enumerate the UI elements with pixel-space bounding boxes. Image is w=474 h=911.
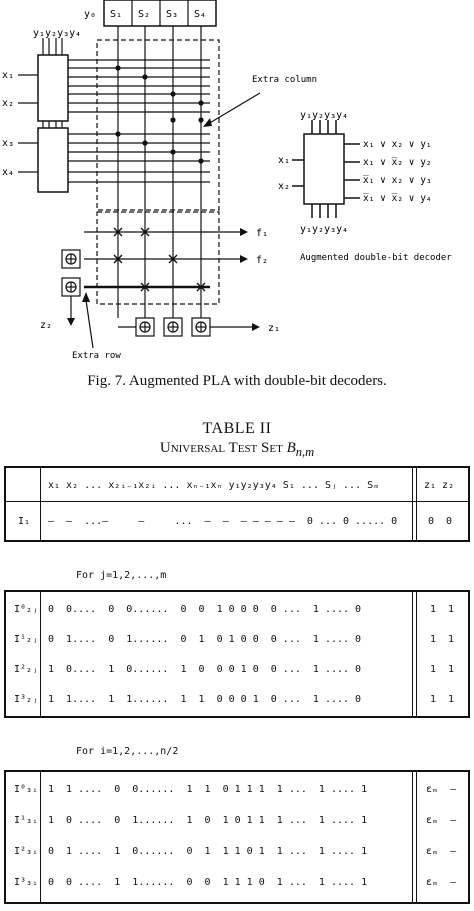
decoder-output-2: x₁ ∨ x̅₂ ∨ y₂ [363,157,432,168]
row-label: I⁰₂ⱼ [14,604,39,615]
row-values: 1 0.... 1 0...... 1 0 0 0 1 0 0 ... 1 ..… [48,664,362,675]
row-z: 0 0 [428,516,453,527]
extra-column-label: Extra column [252,75,317,85]
table-title: TABLE II [202,420,272,437]
figure-caption: Fig. 7. Augmented PLA with double-bit de… [87,373,387,389]
table-block-i: I⁰₃ᵢ 1 1 .... 0 0...... 1 1 0 1 1 1 1 ..… [4,770,470,904]
table-subtitle-var: B [286,440,296,456]
row-z: 1 1 [430,664,455,675]
decoder-output-4: x̅₁ ∨ x̅₂ ∨ y₄ [363,193,432,204]
f2-label: f₂ [256,255,268,266]
decoder-output-3: x̅₁ ∨ x₂ ∨ y₃ [363,175,432,186]
z1-label: z₁ [268,323,280,334]
row-label: I²₂ⱼ [14,664,39,675]
x4-label: x₄ [2,167,14,178]
row-z: 1 1 [430,694,455,705]
section-note-i: For i=1,2,...,n/2 [76,746,179,757]
decoder-top-inputs: y₁y₂y₃y₄ [300,110,348,121]
decoder-bottom-inputs: y₁y₂y₃y₄ [300,224,348,235]
row-z: 1 1 [430,604,455,615]
row-label: I⁰₃ᵢ [14,784,39,795]
row-values: 0 0.... 0 0...... 0 0 1 0 0 0 0 ... 1 ..… [48,604,362,615]
pla-figure: y₁y₂y₃y₄ y₀ S₁ S₂ S₃ S₄ x₁ x₂ x₃ x₄ Extr… [2,0,452,361]
row-label: I¹₃ᵢ [14,815,39,826]
row-values: 0 0 .... 1 1...... 0 0 1 1 1 0 1 ... 1 .… [48,877,368,888]
extra-row-label: Extra row [72,351,121,361]
row-label: I³₂ⱼ [14,694,39,705]
table-subtitle: Universal Test Set Bn,m [0,440,474,460]
row-z: εₘ – [426,815,457,826]
row-z: εₘ – [426,784,457,795]
row-z: 1 1 [430,634,455,645]
s3-label: S₃ [166,9,178,20]
row-values: 1 1.... 1 1...... 1 1 0 0 0 1 0 ... 1 ..… [48,694,362,705]
y0-label: y₀ [84,9,96,20]
x2-label: x₂ [2,98,14,109]
s2-label: S₂ [138,9,150,20]
x3-label: x₃ [2,138,14,149]
row-values: 0 1.... 0 1...... 0 1 0 1 0 0 0 ... 1 ..… [48,634,362,645]
row-label: I²₃ᵢ [14,846,39,857]
header-columns: x₁ x₂ ... x₂ᵢ₋₁x₂ᵢ ... xₙ₋₁xₙ y₁y₂y₃y₄ S… [48,480,380,491]
decoder-caption: Augmented double-bit decoder [300,253,452,263]
row-z: εₘ – [426,846,457,857]
row-values: 0 1 .... 1 0...... 0 1 1 1 0 1 1 ... 1 .… [48,846,368,857]
row-label: I³₃ᵢ [14,877,39,888]
row-label: I¹₂ⱼ [14,634,39,645]
table-subtitle-text: Universal Test Set [159,440,287,456]
s1-label: S₁ [110,9,122,20]
header-z: z₁ z₂ [424,480,455,491]
section-note-j: For j=1,2,...,m [76,570,167,581]
table-subtitle-sub: n,m [295,445,315,459]
row-values: – – ...– – ... – – – – – – – 0 ... 0 ...… [48,516,398,527]
left-decoder-inputs: y₁y₂y₃y₄ [33,28,81,39]
row-values: 1 0 .... 0 1...... 1 0 1 0 1 1 1 ... 1 .… [48,815,368,826]
decoder-x1-label: x₁ [278,155,290,166]
row-z: εₘ – [426,877,457,888]
table-block-header: x₁ x₂ ... x₂ᵢ₋₁x₂ᵢ ... xₙ₋₁xₙ y₁y₂y₃y₄ S… [4,466,470,542]
decoder-x2-label: x₂ [278,181,290,192]
row-values: 1 1 .... 0 0...... 1 1 0 1 1 1 1 ... 1 .… [48,784,368,795]
f1-label: f₁ [256,228,268,239]
decoder-output-1: x₁ ∨ x₂ ∨ y₁ [363,139,432,150]
s4-label: S₄ [194,9,206,20]
table-block-j: I⁰₂ⱼ 0 0.... 0 0...... 0 0 1 0 0 0 0 ...… [4,590,470,718]
z2-label: z₂ [40,320,52,331]
x1-label: x₁ [2,70,14,81]
row-label: I₁ [18,516,31,527]
